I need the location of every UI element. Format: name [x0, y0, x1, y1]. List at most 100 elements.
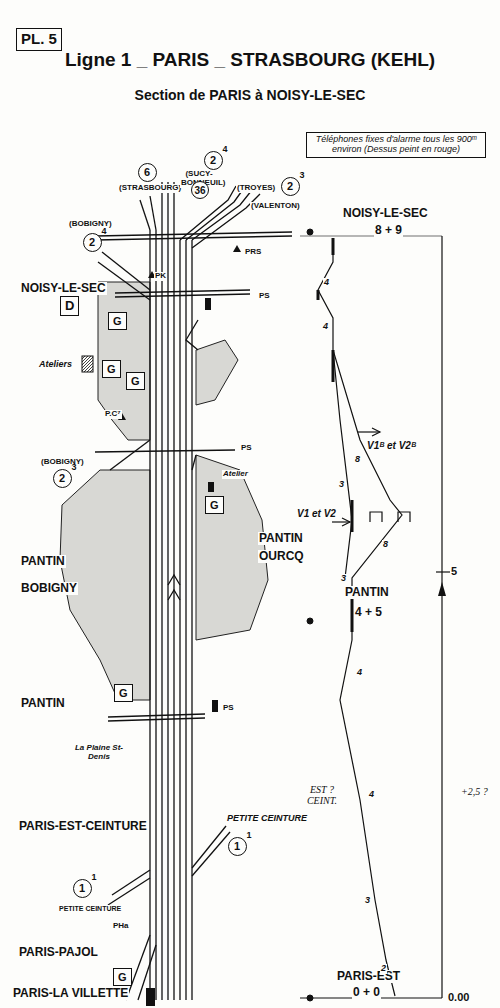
- label: OURCQ: [258, 550, 305, 563]
- label: La Plaine St-Denis: [72, 744, 126, 762]
- label: 8 + 9: [374, 224, 403, 237]
- note-box: Téléphones fixes d'alarme tous les 900ᵐ …: [306, 132, 486, 158]
- bridge: [115, 294, 250, 297]
- node-text: D: [65, 298, 74, 313]
- gradient-profile: [333, 350, 352, 578]
- label: 3: [340, 574, 347, 584]
- main-tracks: [192, 826, 226, 868]
- node-text: G: [131, 375, 140, 387]
- yard-area: [98, 282, 150, 440]
- building-box: G: [113, 968, 132, 986]
- node-text: G: [210, 499, 219, 511]
- yard-area: [196, 340, 238, 405]
- signal-block: [233, 245, 241, 252]
- label: 5: [450, 565, 458, 577]
- signal-block: [212, 700, 218, 712]
- label: 8: [354, 455, 361, 465]
- label: PANTIN: [344, 586, 390, 599]
- station-dot: [307, 995, 313, 1001]
- label: 4 + 5: [354, 606, 383, 619]
- main-tracks: [161, 182, 162, 1000]
- scale-arrow: [438, 582, 446, 596]
- label: (TROYES): [236, 184, 276, 193]
- node-text: G: [113, 315, 122, 327]
- bridge: [108, 718, 205, 721]
- title: Ligne 1 _ PARIS _ STRASBOURG (KEHL): [65, 50, 435, 71]
- building-box: G: [205, 496, 224, 514]
- label: PANTIN: [20, 697, 66, 710]
- gradient-profile: [317, 290, 320, 300]
- main-tracks: [192, 832, 230, 876]
- label: +2,5 ?: [460, 786, 489, 797]
- superscript: 3: [300, 171, 305, 181]
- label: Atelier: [222, 470, 249, 479]
- node-text: G: [118, 971, 127, 983]
- label: PARIS-EST-CEINTURE: [18, 820, 148, 833]
- label: (VALENTON): [250, 202, 301, 211]
- building-box: G: [102, 360, 121, 378]
- label: PETITE CEINTURE: [58, 905, 122, 913]
- gradient-profile: [332, 350, 335, 382]
- line-number-circle: 23: [53, 469, 72, 488]
- superscript: 4: [102, 227, 107, 237]
- node-text: Téléphones fixes d'alarme tous les 900ᵐ …: [316, 134, 476, 154]
- line-number-circle: 36: [191, 181, 209, 199]
- yard-area: [60, 282, 268, 700]
- label: PRS: [244, 248, 262, 257]
- gradient-profile: [332, 521, 350, 522]
- superscript: 1: [92, 873, 97, 883]
- gradient-profile: [332, 238, 335, 255]
- main-tracks: [185, 240, 186, 1000]
- line-number-circle: 6: [138, 163, 157, 182]
- gradient-profile: [351, 500, 354, 532]
- label: 4: [322, 322, 329, 332]
- node-text: 2: [287, 180, 293, 192]
- main-tracks: [167, 182, 168, 1000]
- building-box: G: [108, 312, 127, 330]
- main-tracks: [168, 575, 180, 585]
- node-text: G: [107, 363, 116, 375]
- main-tracks: [191, 240, 192, 1000]
- label: EST ? CEINT.: [300, 784, 344, 806]
- label: PS: [258, 292, 271, 301]
- gradient-profile: [372, 428, 380, 436]
- signal-block: [118, 245, 241, 1006]
- node-text: 1: [234, 840, 240, 852]
- label: 3: [338, 480, 345, 490]
- signal-block: [205, 298, 211, 310]
- station-dot: [307, 229, 313, 1001]
- label: PANTIN: [20, 555, 66, 568]
- label: 8: [382, 540, 389, 550]
- label: V1ᴮ et V2ᴮ: [366, 440, 417, 451]
- label: BOBIGNY: [20, 582, 78, 595]
- label: 0 + 0: [352, 986, 381, 999]
- main-tracks: [112, 870, 150, 895]
- signal-block: [208, 482, 214, 492]
- station-dot: [307, 618, 313, 624]
- main-tracks: [179, 240, 180, 1000]
- main-tracks: [149, 230, 150, 1000]
- main-tracks: [140, 200, 150, 230]
- line-number-circle: 11: [228, 837, 247, 856]
- line-number-circle: 11: [73, 879, 92, 898]
- main-tracks: [110, 440, 150, 470]
- line-number-circle: 24: [204, 151, 223, 170]
- bridge: [95, 450, 235, 452]
- bridge: [96, 236, 292, 240]
- gradient-profile: [342, 518, 350, 526]
- label: PANTIN: [258, 532, 304, 545]
- line-number-circle: 24: [83, 233, 102, 252]
- label: PARIS-EST: [336, 970, 401, 983]
- label: PARIS-LA VILLETTE: [12, 987, 129, 1000]
- label: NOISY-LE-SEC: [20, 282, 107, 295]
- node-text: 2: [59, 472, 65, 484]
- node-text: PL. 5: [21, 30, 57, 47]
- label: (STRASBOURG): [118, 184, 182, 193]
- label: PS: [222, 704, 235, 713]
- workshop-hatch: [82, 356, 93, 372]
- node-text: 2: [89, 236, 95, 248]
- gradient-profile: [441, 236, 442, 998]
- label: PARIS-PAJOL: [18, 946, 99, 959]
- main-tracks: [192, 455, 196, 470]
